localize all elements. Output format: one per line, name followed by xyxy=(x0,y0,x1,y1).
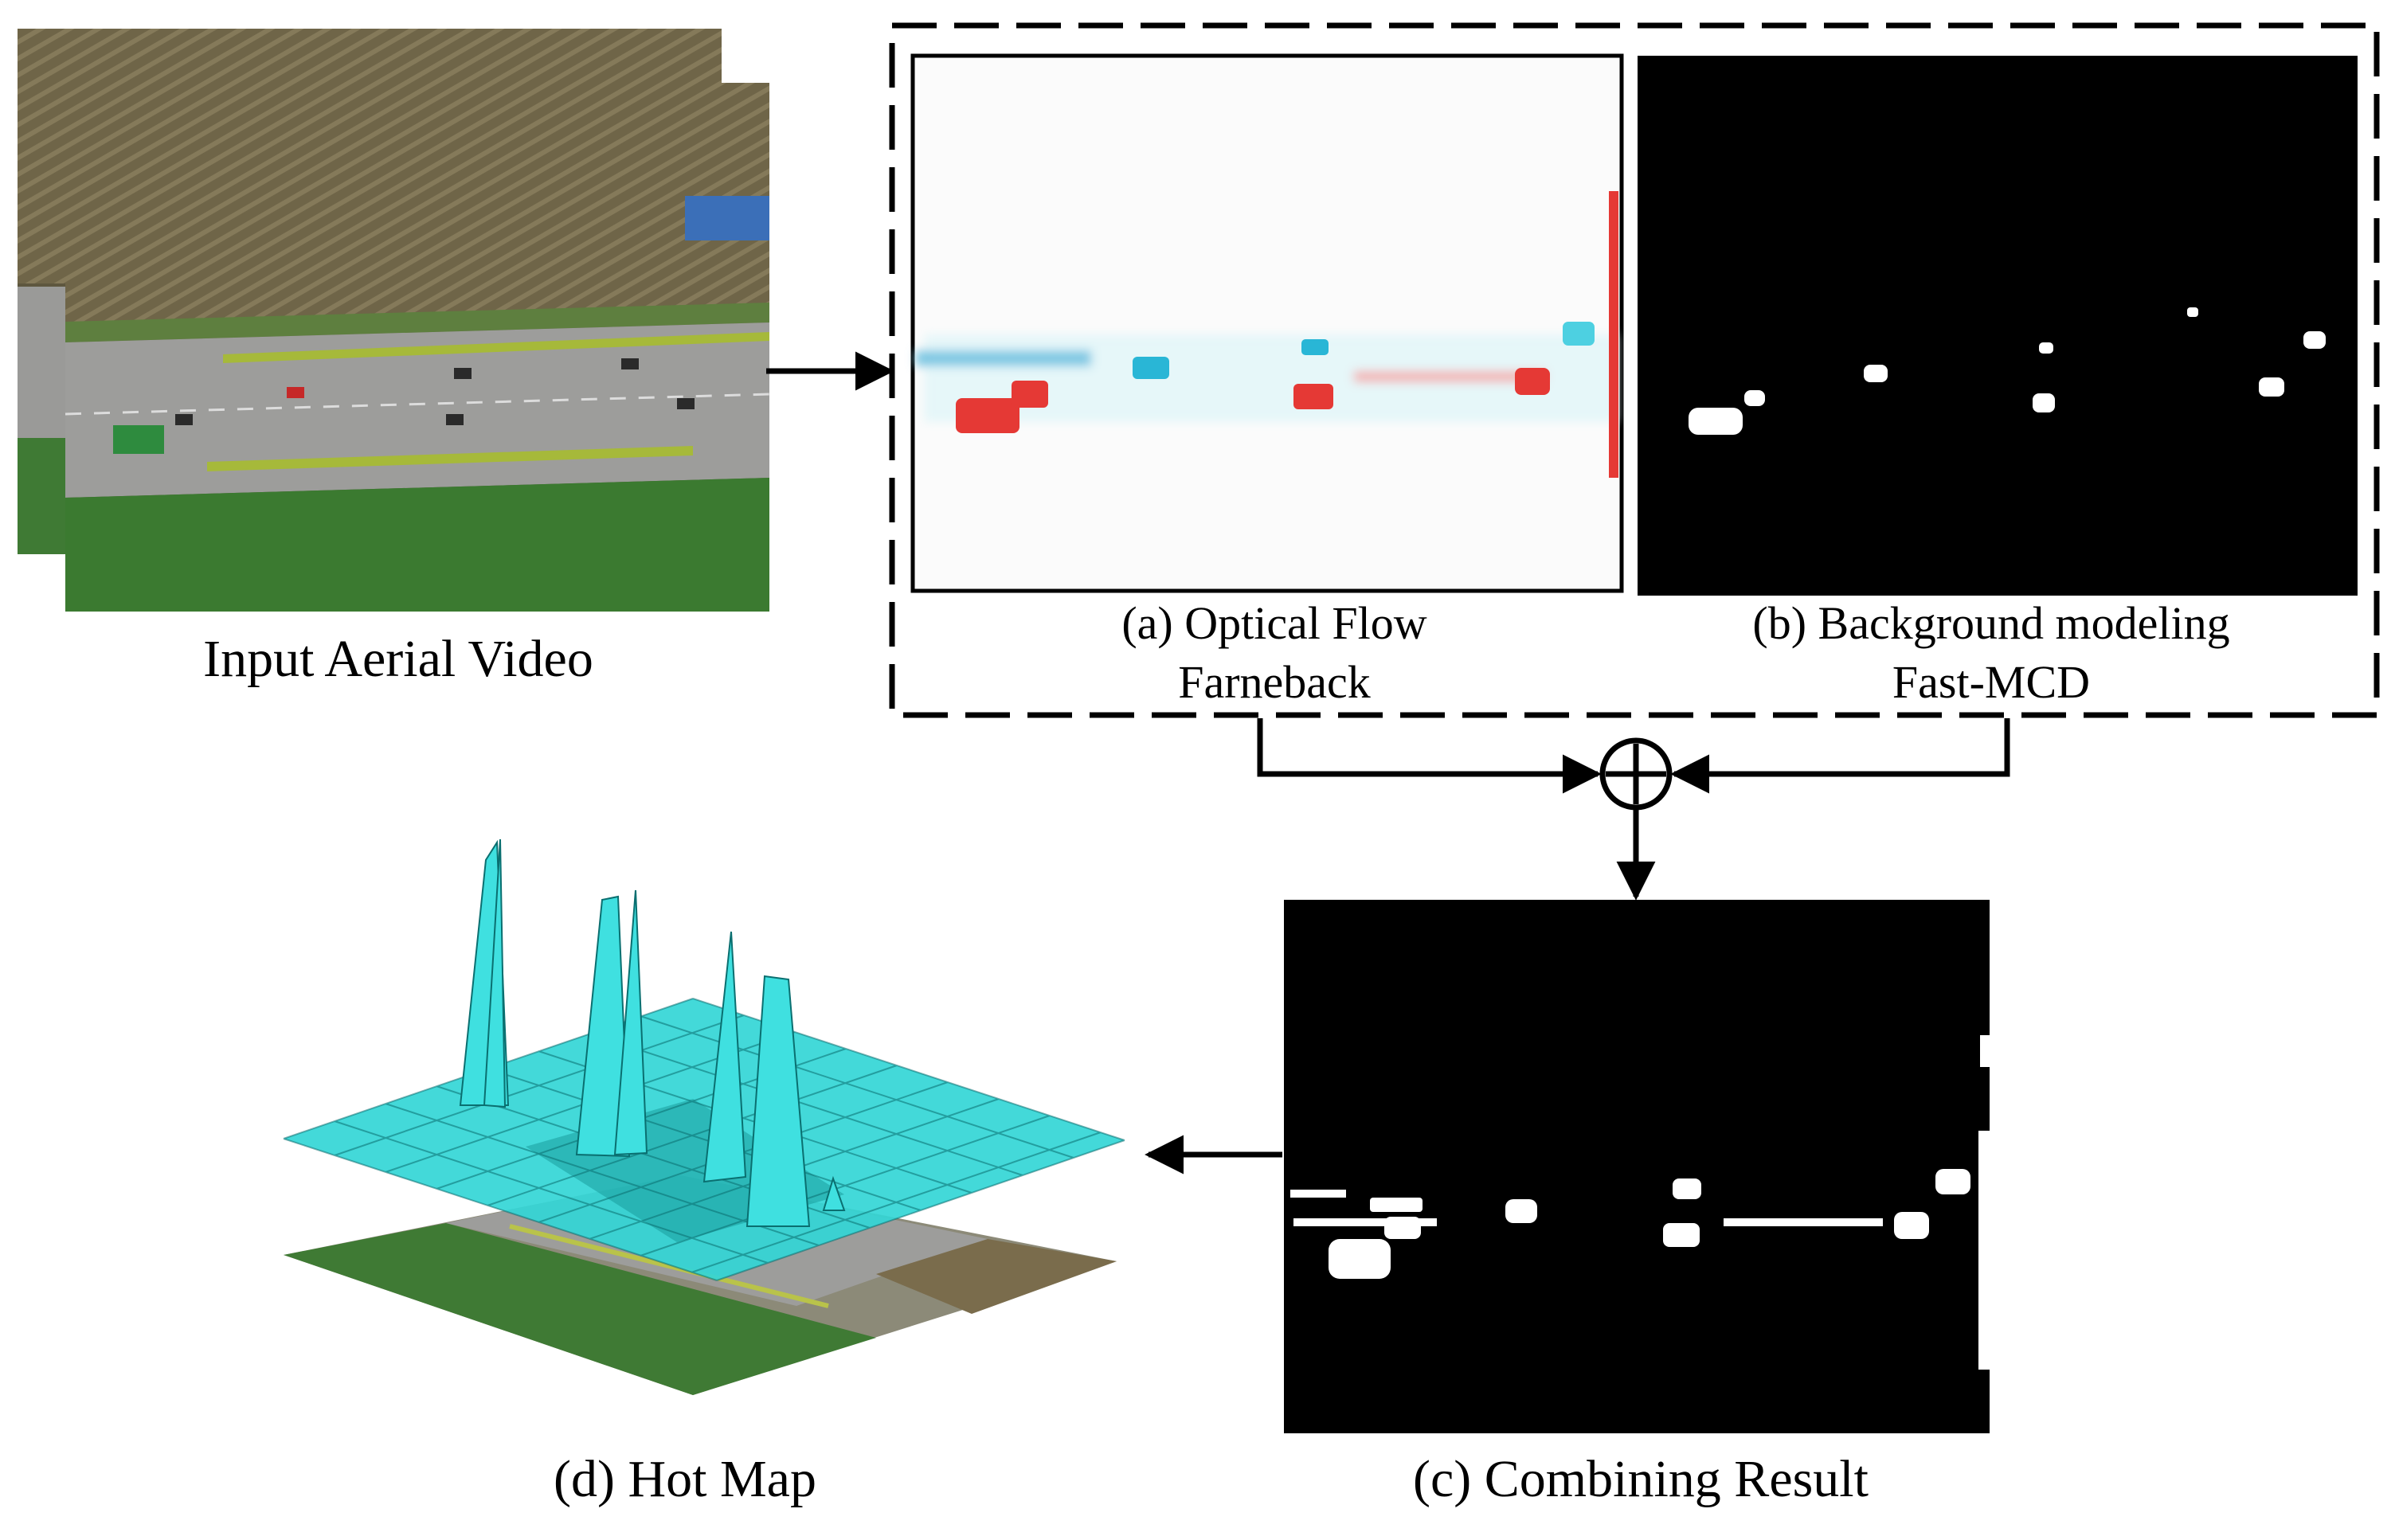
flow-blob xyxy=(1563,322,1595,346)
result-edge xyxy=(1978,1131,1990,1370)
flow-blob xyxy=(1012,381,1048,408)
foreground-blob xyxy=(1744,390,1765,406)
result-blob xyxy=(1329,1239,1391,1279)
caption-input-video: Input Aerial Video xyxy=(203,630,593,688)
caption-background-method: Fast-MCD xyxy=(1892,656,2091,708)
input-video-stack xyxy=(18,29,770,612)
result-blob xyxy=(1384,1217,1421,1239)
optical-flow-panel xyxy=(910,53,1624,593)
foreground-blob xyxy=(2039,342,2053,354)
caption-hot-map: (d) Hot Map xyxy=(554,1450,816,1508)
combining-result-panel xyxy=(1284,900,1990,1433)
foreground-blob xyxy=(2303,331,2326,349)
caption-optical-flow-title: (a) Optical Flow xyxy=(1121,597,1427,649)
flow-edge xyxy=(1609,191,1618,478)
foreground-blob xyxy=(2187,307,2198,317)
foreground-blob xyxy=(2259,377,2284,397)
hot-map xyxy=(283,838,1125,1395)
flow-blob xyxy=(1515,368,1550,395)
caption-optical-flow-method: Farneback xyxy=(1178,656,1371,708)
truck-mark xyxy=(113,425,164,454)
result-streak xyxy=(1293,1218,1437,1226)
flow-blob xyxy=(956,398,1019,433)
arrow-bg-to-combine xyxy=(1670,718,2010,794)
detection-group-border xyxy=(889,22,2380,718)
front-frame xyxy=(65,83,770,612)
hotmap-peaks xyxy=(459,838,846,1227)
flow-blob xyxy=(1301,339,1329,355)
caption-combining-result: (c) Combining Result xyxy=(1413,1450,1869,1508)
background-modeling-panel xyxy=(1638,56,2358,596)
result-blob xyxy=(1370,1198,1423,1212)
foreground-blob xyxy=(2033,393,2055,412)
result-streak xyxy=(1724,1218,1883,1226)
caption-background-title: (b) Background modeling xyxy=(1752,597,2230,649)
result-edge xyxy=(1980,1035,1990,1067)
flow-blob xyxy=(1293,384,1333,409)
result-streak xyxy=(1290,1190,1346,1198)
combine-operator xyxy=(1599,737,1673,811)
foreground-blob xyxy=(1864,365,1888,382)
result-blob xyxy=(1894,1212,1929,1239)
result-blob xyxy=(1935,1169,1970,1194)
result-blob xyxy=(1505,1199,1537,1223)
flow-blob xyxy=(1133,357,1169,379)
foreground-blob xyxy=(1689,408,1743,435)
result-blob xyxy=(1673,1178,1701,1199)
arrow-flow-to-combine xyxy=(1257,718,1602,794)
result-blob xyxy=(1663,1223,1700,1247)
